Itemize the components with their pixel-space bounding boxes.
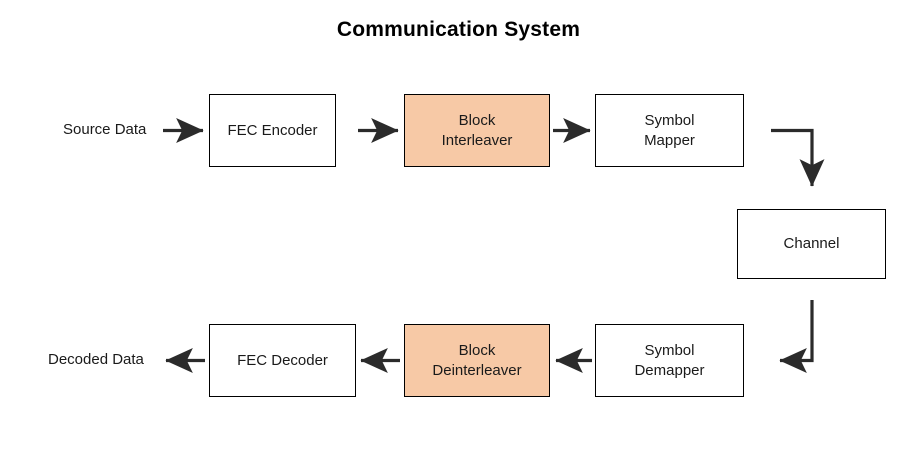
arrow-channel-to-demapper (779, 300, 814, 373)
block-symbol-demapper-label: Symbol Demapper (628, 341, 710, 381)
block-block-interleaver-label: Block Interleaver (436, 111, 519, 151)
block-symbol-mapper-line2: Mapper (644, 131, 695, 149)
block-channel[interactable]: Channel (737, 209, 886, 279)
block-symbol-mapper-label: Symbol Mapper (638, 111, 701, 151)
block-block-deinterleaver-line1: Block (458, 341, 496, 359)
block-fec-decoder[interactable]: FEC Decoder (209, 324, 356, 397)
block-fec-decoder-label: FEC Decoder (237, 351, 328, 369)
block-block-deinterleaver-label: Block Deinterleaver (426, 341, 527, 381)
block-symbol-demapper-line2: Demapper (634, 361, 705, 379)
block-fec-encoder[interactable]: FEC Encoder (209, 94, 336, 167)
page-title: Communication System (336, 18, 581, 41)
block-symbol-mapper[interactable]: Symbol Mapper (595, 94, 744, 167)
decoded-data-label: Decoded Data (48, 351, 144, 368)
block-symbol-demapper[interactable]: Symbol Demapper (595, 324, 744, 397)
block-block-deinterleaver[interactable]: Block Deinterleaver (404, 324, 550, 397)
block-block-deinterleaver-line2: Deinterleaver (432, 361, 522, 379)
block-symbol-demapper-line1: Symbol (644, 341, 695, 359)
block-symbol-mapper-line1: Symbol (644, 111, 695, 129)
block-block-interleaver-line2: Interleaver (441, 131, 513, 149)
arrow-mapper-to-channel (771, 128, 825, 187)
block-fec-encoder-label: FEC Encoder (227, 121, 318, 139)
block-block-interleaver-line1: Block (458, 111, 496, 129)
source-data-label: Source Data (63, 121, 147, 138)
block-block-interleaver[interactable]: Block Interleaver (404, 94, 550, 167)
block-channel-label: Channel (783, 235, 840, 252)
